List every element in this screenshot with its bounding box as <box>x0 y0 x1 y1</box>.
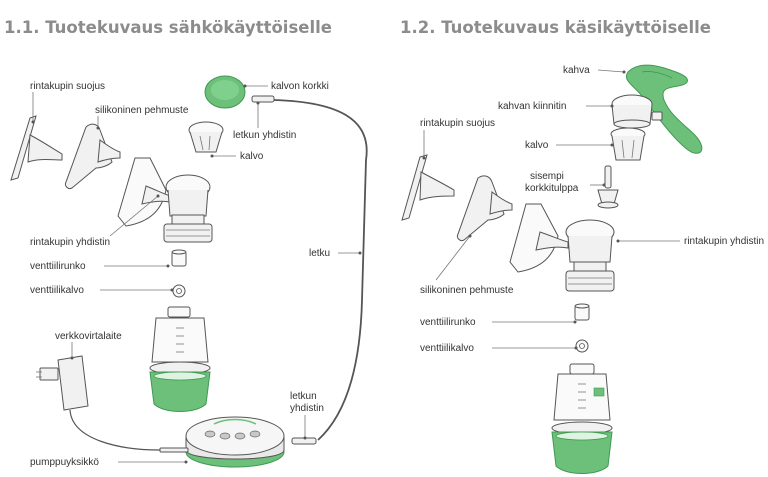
manual-bottle <box>552 364 612 474</box>
pump-unit <box>160 417 284 467</box>
valve-body <box>172 250 186 266</box>
bottle <box>150 307 210 412</box>
manual-membrane <box>611 128 645 160</box>
label-silikoninen-pehmuste: silikoninen pehmuste <box>95 105 189 116</box>
tube-connector-top <box>252 96 274 102</box>
label-venttiilirunko: venttiilirunko <box>30 261 86 272</box>
manual-label-kahvan-kiinnitin: kahvan kiinnitin <box>498 101 566 112</box>
tube <box>274 100 367 440</box>
manual-label-silikoninen-pehmuste: silikoninen pehmuste <box>420 285 514 296</box>
label-rintakupin-yhdistin: rintakupin yhdistin <box>30 237 110 248</box>
power-adapter <box>36 356 160 450</box>
inner-stopper <box>598 166 618 208</box>
valve-membrane <box>173 285 185 297</box>
breast-shield-cover <box>11 116 62 180</box>
manual-valve-membrane <box>576 340 588 352</box>
label-letku: letku <box>309 248 330 259</box>
manual-label-rintakupin-yhdistin: rintakupin yhdistin <box>684 236 764 247</box>
membrane <box>189 122 223 152</box>
label-rintakupin-suojus: rintakupin suojus <box>30 81 105 92</box>
manual-breast-shield-cover <box>402 155 454 220</box>
manual-silicone-cushion <box>457 176 512 241</box>
silicone-cushion <box>65 124 120 188</box>
manual-label-venttiilikalvo: venttiilikalvo <box>420 343 474 354</box>
manual-valve-body <box>575 304 589 320</box>
label-venttiilikalvo: venttiilikalvo <box>30 285 84 296</box>
label-letkun-yhdistin-top: letkun yhdistin <box>233 130 296 141</box>
manual-label-rintakupin-suojus: rintakupin suojus <box>420 118 495 129</box>
label-kalvon-korkki: kalvon korkki <box>271 81 329 92</box>
membrane-cap <box>205 76 245 108</box>
label-verkkovirtalaite: verkkovirtalaite <box>55 331 122 342</box>
manual-label-kahva: kahva <box>563 65 590 76</box>
manual-label-kalvo: kalvo <box>525 140 549 151</box>
label-letkun-bottom-1: letkun <box>290 391 317 402</box>
label-pumppuyksikko: pumppuyksikkö <box>30 457 99 468</box>
breast-shield-connector <box>118 158 212 242</box>
manual-label-sisempi-1: sisempi <box>530 171 564 182</box>
manual-label-sisempi-2: korkkitulppa <box>525 183 579 194</box>
manual-label-venttiilirunko: venttiilirunko <box>420 317 476 328</box>
manual-breast-shield-connector <box>510 204 614 291</box>
label-kalvo: kalvo <box>240 151 264 162</box>
label-letkun-bottom-2: yhdistin <box>290 403 324 414</box>
